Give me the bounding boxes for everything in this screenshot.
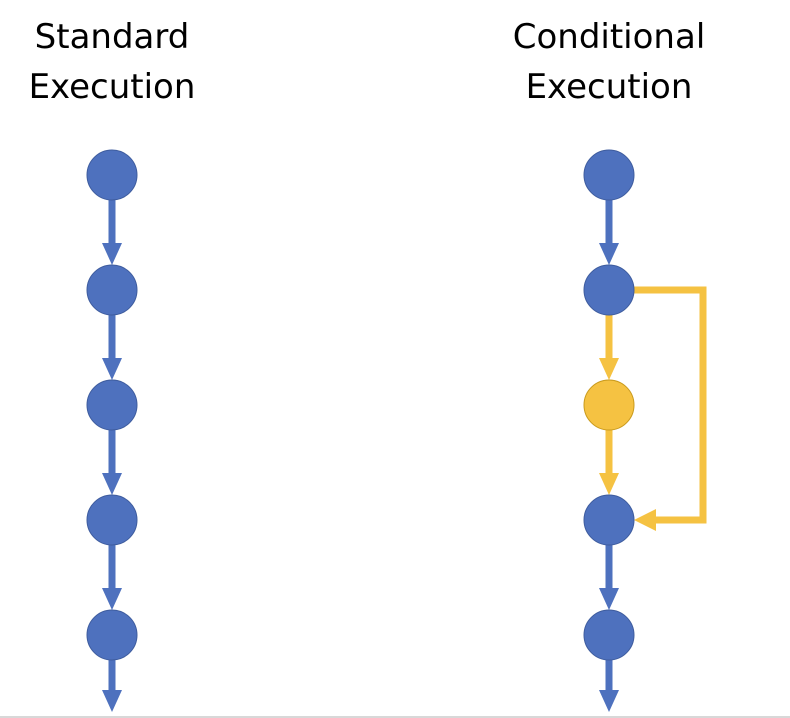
conditional-node-2 (583, 264, 635, 316)
conditional-title-line2: Execution (525, 67, 693, 107)
conditional-execution-title: Conditional Execution (498, 12, 720, 112)
conditional-node-4 (583, 494, 635, 546)
standard-title-line2: Execution (28, 67, 196, 107)
standard-arrow-2-head (102, 358, 122, 380)
conditional-arrow-2-head (599, 358, 619, 380)
conditional-node-5 (583, 609, 635, 661)
standard-node-1 (86, 149, 138, 201)
conditional-node-1 (583, 149, 635, 201)
standard-node-2 (86, 264, 138, 316)
standard-flow (86, 149, 138, 712)
standard-execution-title: Standard Execution (12, 12, 212, 112)
conditional-arrow-3-head (599, 473, 619, 495)
conditional-flow (583, 149, 707, 712)
standard-title-line1: Standard (34, 17, 190, 57)
standard-arrow-4-head (102, 588, 122, 610)
conditional-arrow-1-head (599, 243, 619, 265)
conditional-arrow-4-head (599, 588, 619, 610)
conditional-node-3 (583, 379, 635, 431)
standard-arrow-3-head (102, 473, 122, 495)
standard-node-3 (86, 379, 138, 431)
standard-node-5 (86, 609, 138, 661)
standard-arrow-5-head (102, 690, 122, 712)
standard-arrow-1-head (102, 243, 122, 265)
conditional-bypass-path (634, 286, 707, 524)
conditional-arrow-5-head (599, 690, 619, 712)
conditional-bypass-arrowhead (634, 509, 656, 531)
conditional-title-line1: Conditional (512, 17, 706, 57)
bottom-divider (0, 716, 790, 718)
standard-node-4 (86, 494, 138, 546)
